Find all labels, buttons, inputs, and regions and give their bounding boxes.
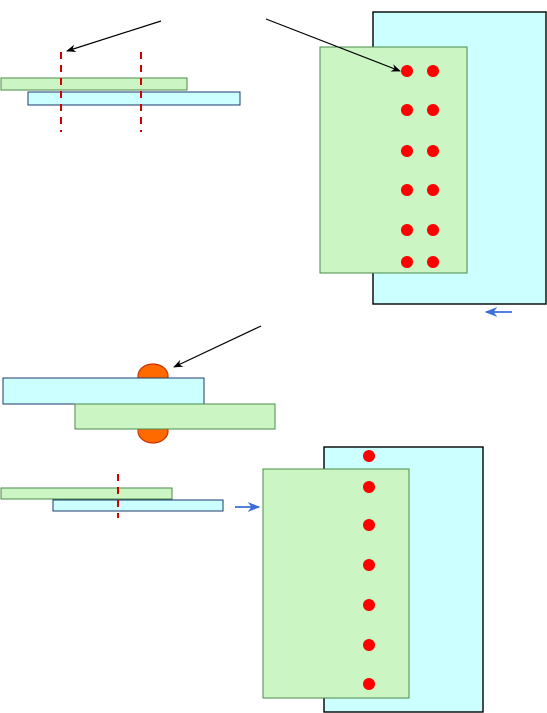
lower-plate-blue-single bbox=[52, 499, 224, 512]
spot-weld-r6-c1 bbox=[401, 256, 413, 268]
spot-weld-r1-c2 bbox=[427, 65, 439, 77]
spot-weld-r2-c2 bbox=[427, 104, 439, 116]
upper-plate-green-single bbox=[0, 487, 173, 500]
spot-weld-single-2 bbox=[363, 481, 375, 493]
upper-plate-green bbox=[0, 77, 188, 91]
spot-weld-r1-c1 bbox=[401, 65, 413, 77]
lap-joint-plan-single bbox=[262, 446, 484, 713]
spot-weld-single-6 bbox=[363, 639, 375, 651]
bottom-plate-green bbox=[74, 403, 276, 430]
leader-arrow-weld-bead bbox=[173, 325, 262, 368]
spot-weld-single-7 bbox=[363, 678, 375, 690]
spot-weld-single-5 bbox=[363, 599, 375, 611]
spot-weld-r2-c1 bbox=[401, 104, 413, 116]
spot-weld-r5-c2 bbox=[427, 224, 439, 236]
spot-weld-column-single bbox=[363, 450, 375, 690]
spot-weld-r6-c2 bbox=[427, 256, 439, 268]
lap-joint-section-single bbox=[0, 474, 261, 518]
spot-weld-single-3 bbox=[363, 519, 375, 531]
spot-weld-grid-double bbox=[401, 65, 439, 268]
lap-joint-plan-double bbox=[265, 11, 547, 318]
lower-plate-blue bbox=[27, 91, 241, 106]
leader-arrow-spot-weld bbox=[265, 18, 401, 72]
lap-joint-section-double bbox=[0, 20, 241, 132]
leader-arrow-weld-line bbox=[66, 20, 162, 53]
fillet-weld-section bbox=[2, 325, 276, 444]
spot-weld-single-4 bbox=[363, 559, 375, 571]
spot-weld-r3-c1 bbox=[401, 145, 413, 157]
spot-weld-r4-c2 bbox=[427, 184, 439, 196]
overlap-plate-green-single bbox=[262, 468, 410, 699]
spot-weld-r4-c1 bbox=[401, 184, 413, 196]
spot-weld-r5-c1 bbox=[401, 224, 413, 236]
spot-weld-single-1 bbox=[363, 450, 375, 462]
top-plate-blue bbox=[2, 377, 205, 405]
spot-weld-r3-c2 bbox=[427, 145, 439, 157]
overlap-plate-green bbox=[319, 46, 468, 274]
